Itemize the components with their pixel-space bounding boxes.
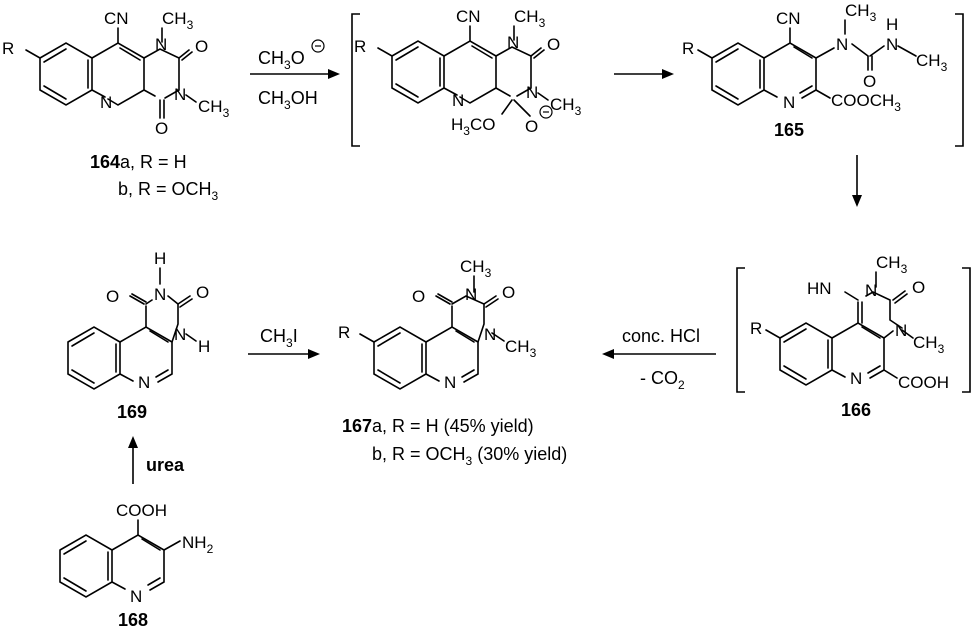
bracket-left xyxy=(351,13,360,147)
arrow-step-4 xyxy=(602,349,716,359)
compound-164-ring-n: N xyxy=(100,93,112,112)
arrow-step-1 xyxy=(250,69,340,79)
compound-167-methyl-right: CH3 xyxy=(505,337,537,360)
compound-166-methyl-right: CH3 xyxy=(913,333,945,356)
compound-165-structure xyxy=(697,19,917,106)
compound-167-caption-a: 167a, R = H (45% yield) xyxy=(342,416,534,436)
compound-168-amine: NH2 xyxy=(182,533,214,556)
compound-167-o4: O xyxy=(412,287,425,306)
compound-169-n3: N xyxy=(174,325,186,344)
compound-169-ring-n: N xyxy=(138,373,150,392)
compound-167-o2: O xyxy=(502,283,515,302)
compound-166-n3: N xyxy=(895,321,907,340)
compound-169-structure xyxy=(67,267,197,390)
compound-164-methyl-top: CH3 xyxy=(162,9,194,32)
negative-charge-icon xyxy=(311,39,325,53)
compound-167-caption-b: b, R = OCH3 (30% yield) xyxy=(372,444,567,468)
compound-165-cn-label: CN xyxy=(776,9,801,28)
intermediate-r-label: R xyxy=(354,37,366,56)
intermediate-n3: N xyxy=(526,83,538,102)
compound-166-structure xyxy=(765,271,914,386)
compound-164-structure xyxy=(25,27,197,119)
reagent-co2-loss: - CO2 xyxy=(640,368,685,392)
intermediate-oxide: O xyxy=(525,117,538,136)
compound-166-imine: HN xyxy=(807,279,832,298)
compound-164-cn-label: CN xyxy=(104,9,129,28)
compound-166-methyl-top: CH3 xyxy=(876,253,908,276)
compound-165-r-label: R xyxy=(682,39,694,58)
negative-charge-icon xyxy=(539,105,553,119)
intermediate-methyl-right: CH3 xyxy=(550,95,582,118)
compound-169-h-right: H xyxy=(198,337,210,356)
compound-169-n1: N xyxy=(154,285,166,304)
compound-166-o2: O xyxy=(912,278,925,297)
intermediate-n1: N xyxy=(507,33,519,52)
compound-167-r-label: R xyxy=(338,323,350,342)
compound-164-caption-a: 164a, R = H xyxy=(90,152,187,172)
compound-164-n3: N xyxy=(174,85,186,104)
compound-164-o2: O xyxy=(195,37,208,56)
compound-166-number: 166 xyxy=(841,400,871,420)
compound-168-acid: COOH xyxy=(116,501,167,520)
intermediate-structure xyxy=(377,25,549,117)
compound-166-acid: COOH xyxy=(898,373,949,392)
reagent-methyl-iodide: CH3I xyxy=(260,326,298,350)
compound-166-r-label: R xyxy=(750,319,762,338)
compound-167-n1: N xyxy=(465,285,477,304)
intermediate-cn-label: CN xyxy=(456,7,481,26)
compound-165-nh-h: H xyxy=(886,15,898,34)
reagent-urea: urea xyxy=(146,455,185,475)
reagent-methanol: CH3OH xyxy=(258,88,318,112)
compound-165-carbonyl-o: O xyxy=(863,72,876,91)
compound-165-number: 165 xyxy=(774,120,804,140)
intermediate-ring-n: N xyxy=(452,91,464,110)
compound-169-number: 169 xyxy=(117,402,147,422)
compound-165-methyl-right: CH3 xyxy=(916,51,948,74)
compound-167-structure xyxy=(359,275,505,390)
compound-167-methyl-top: CH3 xyxy=(460,257,492,280)
compound-165-nh-n: N xyxy=(886,35,898,54)
intermediate-methyl-top: CH3 xyxy=(514,7,546,30)
compound-169-h-top: H xyxy=(154,249,166,268)
compound-164-o4: O xyxy=(155,119,168,138)
bracket-right xyxy=(955,13,964,147)
bracket-left xyxy=(736,267,745,393)
intermediate-o2: O xyxy=(547,35,560,54)
compound-165-methyl-top: CH3 xyxy=(845,1,877,24)
compound-164-caption-b: b, R = OCH3 xyxy=(118,179,219,203)
arrow-step-6 xyxy=(128,436,138,484)
compound-164-n1: N xyxy=(155,35,167,54)
reagent-hcl: conc. HCl xyxy=(622,326,700,346)
compound-165-n-methyl: N xyxy=(836,35,848,54)
compound-168-number: 168 xyxy=(118,610,148,630)
compound-165-ring-n: N xyxy=(783,93,795,112)
arrow-step-3 xyxy=(852,155,862,207)
compound-164-r-label: R xyxy=(2,39,14,58)
compound-166-n1: N xyxy=(865,281,877,300)
arrow-step-5 xyxy=(248,349,320,359)
arrow-step-2 xyxy=(614,69,674,79)
compound-169-o2: O xyxy=(196,283,209,302)
compound-169-o4: O xyxy=(106,287,119,306)
compound-168-ring-n: N xyxy=(130,587,142,606)
intermediate-methoxy: H3CO xyxy=(451,115,495,138)
compound-166-ring-n: N xyxy=(850,369,862,388)
compound-164-methyl-right: CH3 xyxy=(198,97,230,120)
compound-167-n3: N xyxy=(484,325,496,344)
bracket-right xyxy=(962,267,971,393)
reagent-methoxide: CH3O xyxy=(258,48,305,72)
compound-165-ester: COOCH3 xyxy=(831,91,901,114)
compound-167-ring-n: N xyxy=(444,373,456,392)
compound-168-structure xyxy=(59,519,181,598)
